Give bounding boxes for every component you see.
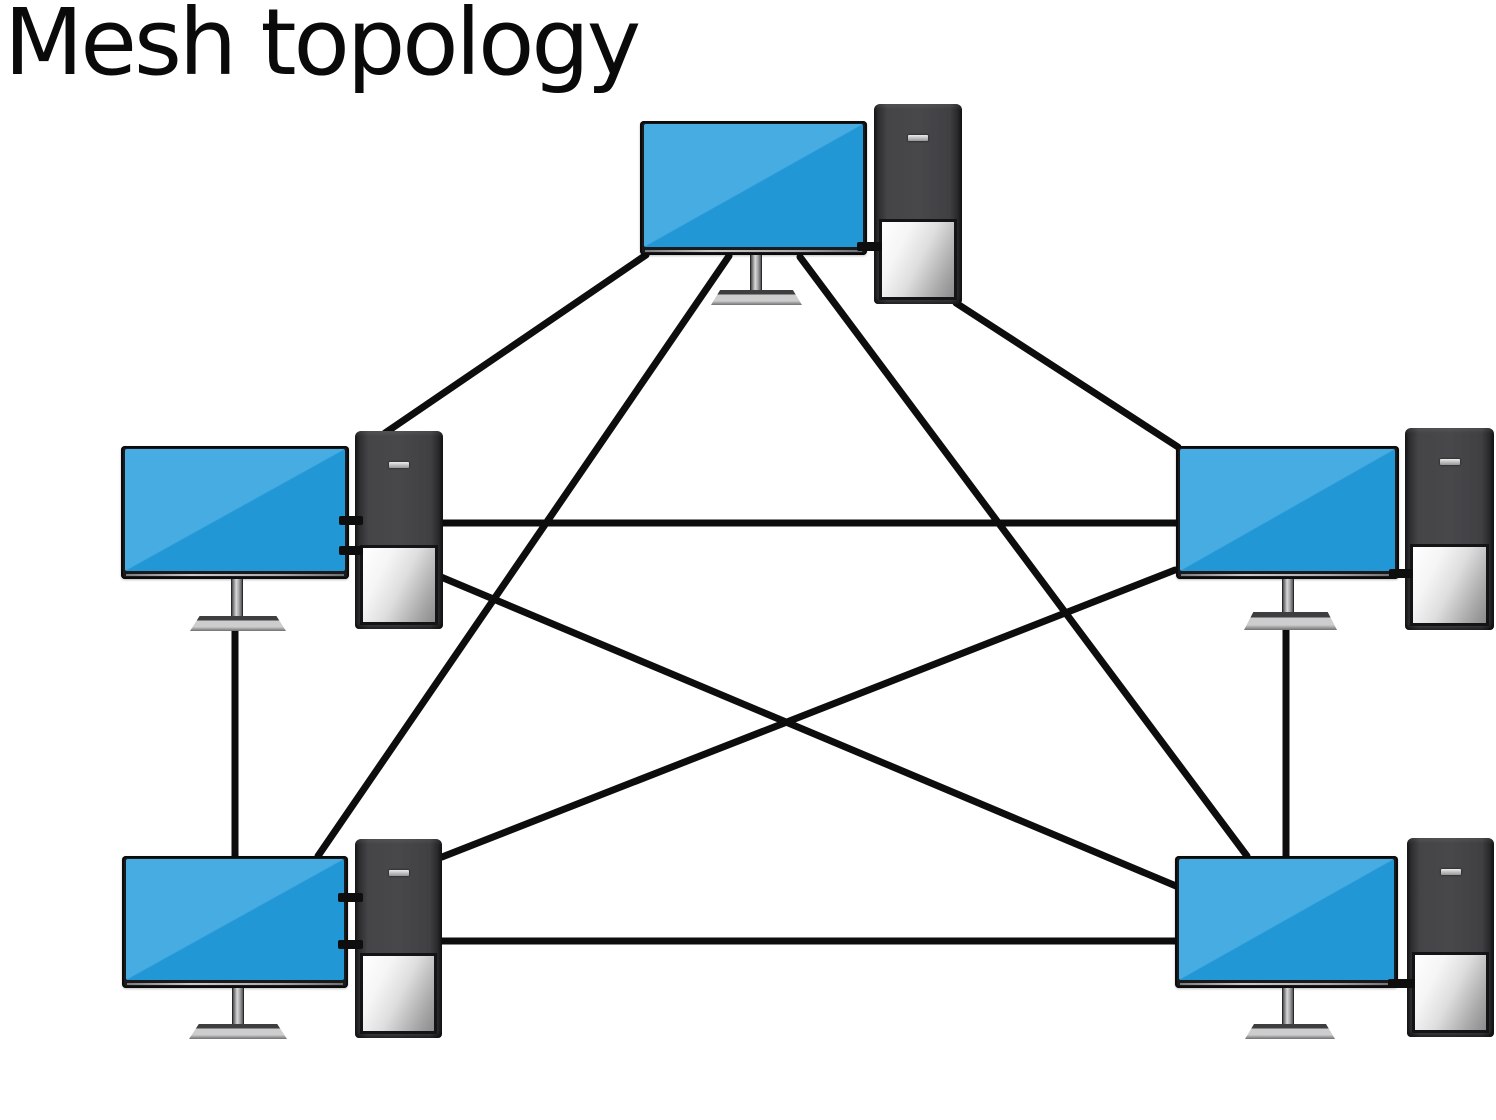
monitor [121, 446, 349, 579]
monitor [1176, 446, 1399, 579]
tower-front-panel [879, 219, 957, 300]
tower-front-panel [360, 953, 437, 1034]
connection-middle-right-to-bottom-left [438, 566, 1179, 861]
diagram-title: Mesh topology [4, 0, 641, 96]
monitor-stand-pole [231, 579, 243, 618]
connection-top-to-middle-right [952, 299, 1182, 451]
tower-front-panel [360, 544, 438, 625]
monitor-stand-base [1245, 1024, 1335, 1039]
monitor-stand-base [190, 616, 286, 631]
connection-middle-left-to-bottom-right [437, 573, 1180, 890]
tower-logo-badge-icon [388, 869, 409, 876]
monitor-stand-pole [232, 988, 244, 1025]
monitor-stand-pole [750, 255, 762, 292]
monitor-stand-pole [1282, 988, 1294, 1025]
desktop-tower [1407, 838, 1494, 1037]
tower-logo-badge-icon [389, 461, 409, 468]
desktop-tower [874, 104, 962, 304]
connection-top-to-bottom-right [796, 253, 1251, 860]
monitor [122, 856, 348, 988]
monitor [640, 121, 867, 255]
monitor-screen [126, 859, 344, 980]
monitor [1175, 856, 1398, 988]
monitor-stand-base [189, 1024, 287, 1039]
monitor-stand-base [1244, 612, 1337, 630]
desktop-tower [355, 839, 442, 1038]
monitor-screen [644, 124, 863, 247]
desktop-tower [355, 431, 443, 629]
monitor-screen [125, 449, 345, 571]
monitor-bottom-strip [127, 983, 343, 985]
monitor-tower-cable [1389, 569, 1413, 578]
monitor-bottom-strip [1181, 574, 1394, 576]
monitor-bottom-strip [126, 574, 344, 576]
desktop-tower [1405, 428, 1494, 630]
monitor-stand-pole [1282, 579, 1294, 614]
monitor-screen [1179, 859, 1394, 980]
monitor-screen [1180, 449, 1395, 571]
monitor-tower-cable [339, 546, 363, 555]
connection-top-to-bottom-left [314, 252, 733, 860]
tower-logo-badge-icon [908, 135, 928, 141]
tower-front-panel [1412, 952, 1489, 1033]
tower-front-panel [1410, 544, 1489, 626]
monitor-tower-cable [338, 893, 363, 902]
monitor-stand-base [711, 290, 802, 305]
monitor-bottom-strip [1180, 983, 1393, 985]
monitor-tower-cable [1388, 979, 1415, 988]
monitor-tower-cable [338, 940, 363, 949]
monitor-tower-cable [857, 242, 882, 251]
tower-logo-badge-icon [1440, 868, 1461, 875]
monitor-tower-cable [339, 516, 363, 525]
monitor-bottom-strip [645, 250, 862, 252]
tower-logo-badge-icon [1439, 459, 1460, 466]
connection-top-to-middle-left [381, 251, 650, 437]
